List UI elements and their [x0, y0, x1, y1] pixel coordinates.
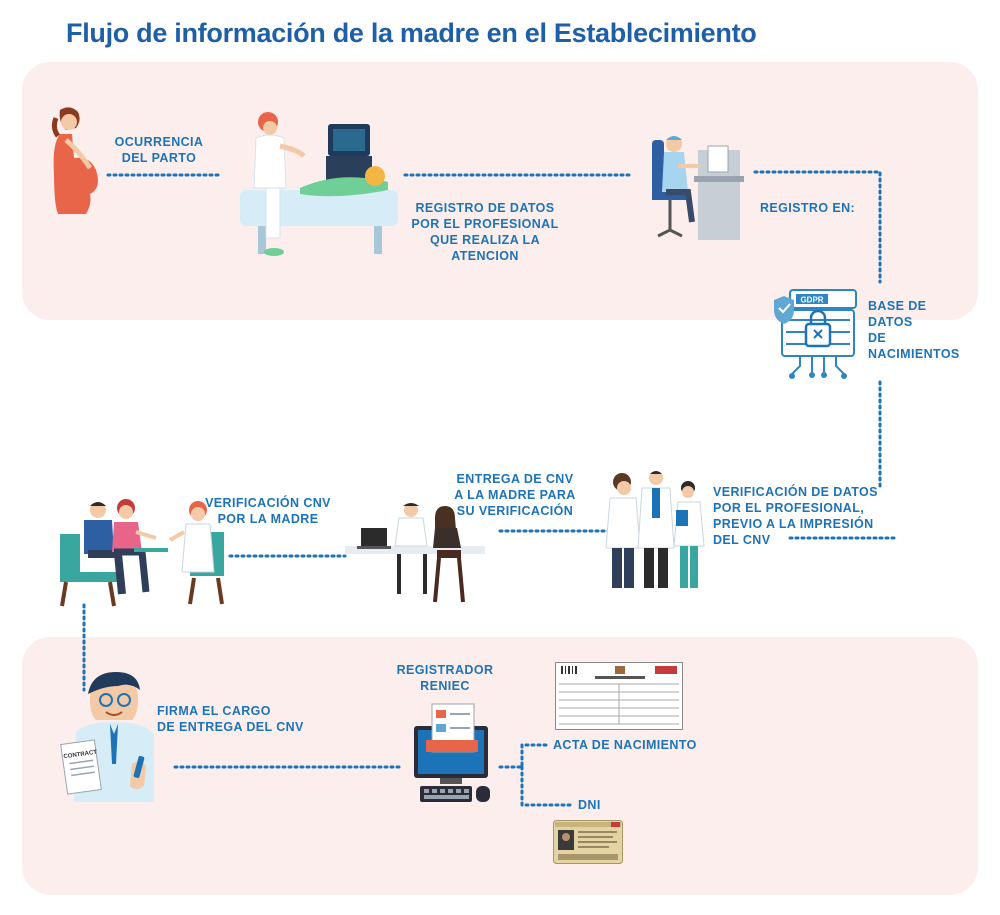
connector-registrador-acta	[498, 743, 550, 769]
label-firma-cargo: FIRMA EL CARGO DE ENTREGA DEL CNV	[157, 704, 304, 734]
label-entrega-cnv: ENTREGA DE CNV A LA MADRE PARA SU VERIFI…	[454, 472, 576, 518]
label-dni: DNI	[578, 798, 601, 812]
birth-certificate-icon	[555, 662, 683, 730]
dni-card-icon	[553, 820, 623, 864]
label-verificacion-madre: VERIFICACIÓN CNV POR LA MADRE	[205, 496, 331, 526]
top-band	[22, 62, 978, 320]
computer-registrar-icon	[414, 703, 490, 802]
label-registro-en: REGISTRO EN:	[760, 201, 856, 215]
label-acta: ACTA DE NACIMIENTO	[553, 738, 697, 752]
doctors-group-icon	[605, 471, 705, 588]
ultrasound-scene-icon	[240, 112, 398, 256]
page-title: Flujo de información de la madre en el E…	[66, 18, 757, 48]
connector-oficina-base	[753, 170, 882, 284]
label-ocurrencia: OCURRENCIA DEL PARTO	[114, 135, 204, 165]
label-verificacion-datos: VERIFICACIÓN DE DATOS POR EL PROFESIONAL…	[713, 485, 878, 547]
contract-badge: CONTRACT	[63, 750, 98, 761]
family-meeting-icon	[60, 499, 224, 607]
database-lock-icon: GDPR	[774, 289, 857, 379]
office-worker-icon	[652, 136, 744, 240]
doctor-consultation-icon	[345, 503, 485, 603]
connector-registrador-dni	[520, 765, 574, 807]
pregnant-woman-icon	[51, 107, 98, 214]
man-contract-icon: CONTRACT	[60, 672, 154, 802]
label-registro-datos: REGISTRO DE DATOS POR EL PROFESIONAL QUE…	[411, 201, 559, 263]
label-registrador: REGISTRADOR RENIEC	[396, 663, 494, 693]
label-base-datos: BASE DE DATOS DE NACIMIENTOS	[868, 299, 960, 361]
gdpr-badge: GDPR	[800, 296, 823, 305]
